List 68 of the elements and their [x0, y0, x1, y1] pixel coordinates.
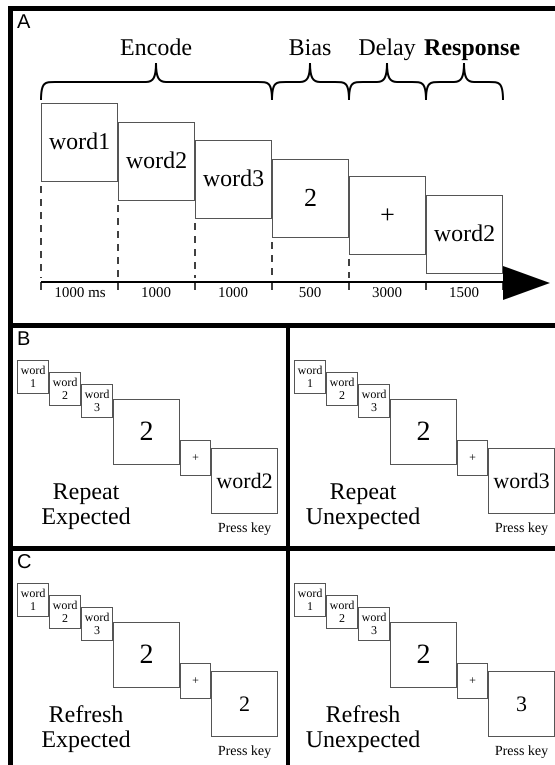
screen-text: word1 [48, 129, 110, 156]
stimulus-screen [390, 399, 457, 465]
phase-label: Response [424, 36, 520, 60]
stimulus-screen [118, 122, 195, 201]
screen-text: word 3 [360, 611, 388, 637]
stimulus-screen [272, 159, 349, 238]
screen-text: word 3 [360, 388, 388, 414]
stimulus-screen [180, 663, 211, 699]
stimulus-screen [113, 622, 180, 688]
panel-letter: A [17, 11, 30, 33]
duration-label: 1000 [141, 286, 171, 301]
screen-text: 2 [140, 640, 154, 670]
stimulus-screen [457, 440, 488, 476]
phase-label: Bias [288, 36, 332, 60]
screen-text: word 3 [84, 388, 110, 414]
screen-text: word 2 [328, 376, 356, 402]
stimulus-screen [41, 103, 118, 182]
duration-label: 1000 [218, 286, 248, 301]
screen-text: 2 [304, 184, 317, 213]
screen-text: + [192, 674, 199, 688]
response-instruction: Press key [494, 521, 550, 537]
screen-text: + [192, 451, 199, 465]
condition-label: Repeat Unexpected [304, 480, 422, 530]
screen-text: word 2 [328, 599, 356, 625]
duration-label: 500 [298, 286, 322, 301]
screen-text: word2 [126, 148, 188, 175]
screen-text: word2 [216, 468, 273, 494]
stimulus-screen [457, 663, 488, 699]
condition-label: Repeat Expected [40, 480, 132, 530]
screen-text: word 1 [296, 364, 324, 390]
stimulus-screen [113, 399, 180, 465]
stimulus-screen [390, 622, 457, 688]
panel-letter: C [17, 551, 32, 573]
screen-text: word 2 [52, 599, 78, 625]
response-instruction: Press key [216, 521, 272, 537]
response-instruction: Press key [216, 744, 272, 760]
condition-label: Refresh Unexpected [304, 703, 422, 753]
screen-text: 2 [239, 692, 250, 716]
phase-label: Encode [120, 36, 192, 60]
screen-text: 2 [416, 640, 430, 670]
panel-frame [8, 6, 555, 328]
screen-text: 3 [516, 692, 527, 716]
screen-text: + [380, 201, 395, 230]
response-instruction: Press key [494, 744, 550, 760]
panel-frame [8, 328, 555, 551]
screen-text: word 1 [20, 364, 46, 390]
screen-text: + [469, 451, 476, 465]
stimulus-screen [349, 176, 426, 255]
stimulus-screen [180, 440, 211, 476]
duration-label: 3000 [372, 286, 402, 301]
screen-text: word 1 [296, 587, 324, 613]
screen-text: word 2 [52, 376, 78, 402]
stimulus-screen [195, 140, 272, 219]
stimulus-screen [426, 195, 503, 274]
screen-text: + [469, 674, 476, 688]
screen-text: word2 [434, 221, 496, 248]
screen-text: word3 [202, 166, 264, 193]
duration-label: 1500 [449, 286, 479, 301]
screen-text: 2 [140, 416, 154, 448]
duration-label: 1000 ms [54, 286, 106, 301]
condition-label: Refresh Expected [40, 703, 132, 753]
screen-text: word 1 [20, 587, 46, 613]
screen-text: word 3 [84, 611, 110, 637]
screen-text: word3 [493, 468, 550, 494]
screen-text: 2 [416, 416, 430, 448]
panel-letter: B [17, 328, 30, 350]
panel-frame [8, 551, 555, 765]
phase-label: Delay [358, 36, 416, 60]
